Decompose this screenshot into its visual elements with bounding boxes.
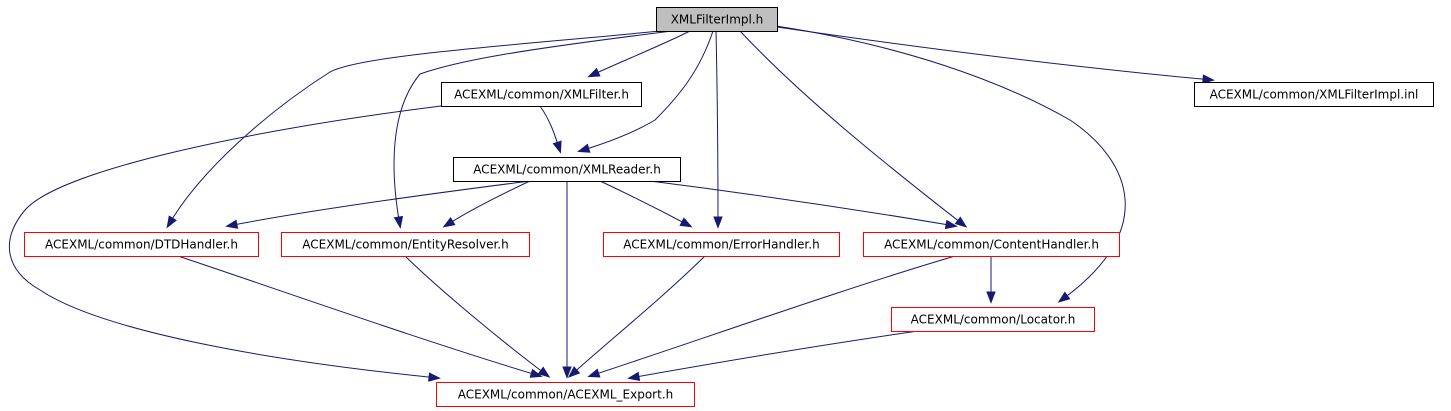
edge-root-to-xmlfilter [587,30,691,78]
node-inl[interactable]: ACEXML/common/XMLFilterImpl.inl [1194,82,1434,107]
edge-content-to-locator-arrowhead [986,291,996,304]
edge-dtd-to-export [177,255,543,378]
node-export[interactable]: ACEXML/common/ACEXML_Export.h [436,382,695,407]
node-xmlreader-box [453,157,681,182]
node-xmlreader[interactable]: ACEXML/common/XMLReader.h [453,157,681,182]
edge-content-to-export-arrowhead [587,368,601,378]
edge-root-to-entity-arrowhead [393,215,404,229]
edge-locator-to-export-line [629,330,919,379]
edge-root-to-content [739,30,968,228]
node-inl-label: ACEXML/common/XMLFilterImpl.inl [1210,88,1419,102]
node-export-box [436,382,695,407]
edge-xmlreader-to-dtd-line [227,180,531,227]
edge-root-to-inl [776,26,1215,84]
node-xmlfilter[interactable]: ACEXML/common/XMLFilter.h [441,82,642,107]
edge-xmlfilter-to-export [9,105,442,382]
edge-xmlreader-to-dtd-arrowhead [225,219,239,229]
edge-root-to-content-arrowhead [954,216,968,228]
edge-xmlfilter-to-export-arrowhead [428,372,441,382]
edge-xmlreader-to-entity-line [444,180,531,227]
edge-root-to-xmlreader-line [579,30,714,152]
edge-root-to-locator [775,25,1126,303]
edge-root-to-dtd [166,30,661,229]
edge-root-to-entity [393,30,673,229]
edge-root-to-xmlreader-arrowhead [577,143,591,153]
edge-root-to-entity-line [393,30,673,227]
edge-root-to-content-line [739,30,966,227]
node-dtd-label: ACEXML/common/DTDHandler.h [45,238,238,252]
node-entity-label: ACEXML/common/EntityResolver.h [302,238,508,252]
edge-dtd-to-export-line [177,255,541,377]
node-root[interactable]: XMLFilterImpl.h [656,7,778,32]
node-locator-label: ACEXML/common/Locator.h [911,313,1076,327]
edge-xmlfilter-to-xmlreader [539,105,562,154]
node-error-label: ACEXML/common/ErrorHandler.h [623,238,819,252]
edge-xmlreader-to-dtd [225,180,531,229]
node-xmlreader-label: ACEXML/common/XMLReader.h [473,163,661,177]
node-root-label: XMLFilterImpl.h [671,13,764,27]
edge-root-to-xmlfilter-arrowhead [587,67,601,78]
edge-root-to-dtd-arrowhead [166,215,177,229]
node-root-box [656,7,778,32]
edge-content-to-export-line [589,255,956,377]
node-dtd-box [24,232,259,257]
node-content-box [863,232,1120,257]
edge-xmlreader-to-content [649,180,958,230]
edge-error-to-export-arrowhead [567,366,581,378]
node-error[interactable]: ACEXML/common/ErrorHandler.h [603,232,840,257]
edge-root-to-error-line [715,30,719,227]
edge-xmlreader-to-entity [442,180,531,228]
edge-error-to-export-line [569,255,706,377]
node-xmlfilter-label: ACEXML/common/XMLFilter.h [454,88,629,102]
edge-xmlfilter-to-export-line [9,105,442,379]
node-error-box [603,232,840,257]
node-dtd[interactable]: ACEXML/common/DTDHandler.h [24,232,259,257]
edge-root-to-error [713,30,723,229]
edge-locator-to-export [627,330,919,381]
edge-locator-to-export-arrowhead [627,371,641,381]
edge-content-to-export [587,255,956,378]
edge-entity-to-export-line [404,255,549,377]
edge-root-to-locator-arrowhead [1057,291,1071,303]
edge-xmlreader-to-export-arrowhead [562,366,572,379]
edge-xmlreader-to-content-arrowhead [944,219,958,230]
edge-xmlreader-to-content-line [649,180,956,227]
node-content[interactable]: ACEXML/common/ContentHandler.h [863,232,1120,257]
edge-xmlreader-to-error [599,180,693,228]
edge-content-to-locator [986,255,996,304]
node-xmlfilter-box [441,82,642,107]
node-export-label: ACEXML/common/ACEXML_Export.h [458,388,674,402]
edges-layer [9,25,1215,382]
edge-entity-to-export [404,255,551,378]
node-locator-box [891,307,1095,332]
edge-root-to-inl-arrowhead [1202,74,1215,84]
edge-xmlfilter-to-xmlreader-arrowhead [552,140,562,154]
edge-xmlreader-to-error-arrowhead [679,217,693,228]
edge-root-to-dtd-line [167,30,661,227]
edge-xmlreader-to-error-line [599,180,691,227]
edge-error-to-export [567,255,706,378]
edge-root-to-xmlfilter-line [589,30,691,77]
edge-root-to-error-arrowhead [713,216,723,229]
edge-dtd-to-export-arrowhead [529,368,543,378]
node-entity[interactable]: ACEXML/common/EntityResolver.h [281,232,530,257]
edge-entity-to-export-arrowhead [537,366,551,378]
nodes-layer: XMLFilterImpl.hACEXML/common/XMLFilter.h… [24,7,1434,407]
node-entity-box [281,232,530,257]
edge-xmlreader-to-export [562,181,572,379]
node-content-label: ACEXML/common/ContentHandler.h [884,238,1099,252]
node-locator[interactable]: ACEXML/common/Locator.h [891,307,1095,332]
edge-xmlreader-to-entity-arrowhead [442,216,456,228]
edge-root-to-xmlreader [577,30,714,153]
node-inl-box [1194,82,1434,107]
edge-root-to-inl-line [776,26,1213,81]
edge-root-to-locator-line [775,25,1126,302]
